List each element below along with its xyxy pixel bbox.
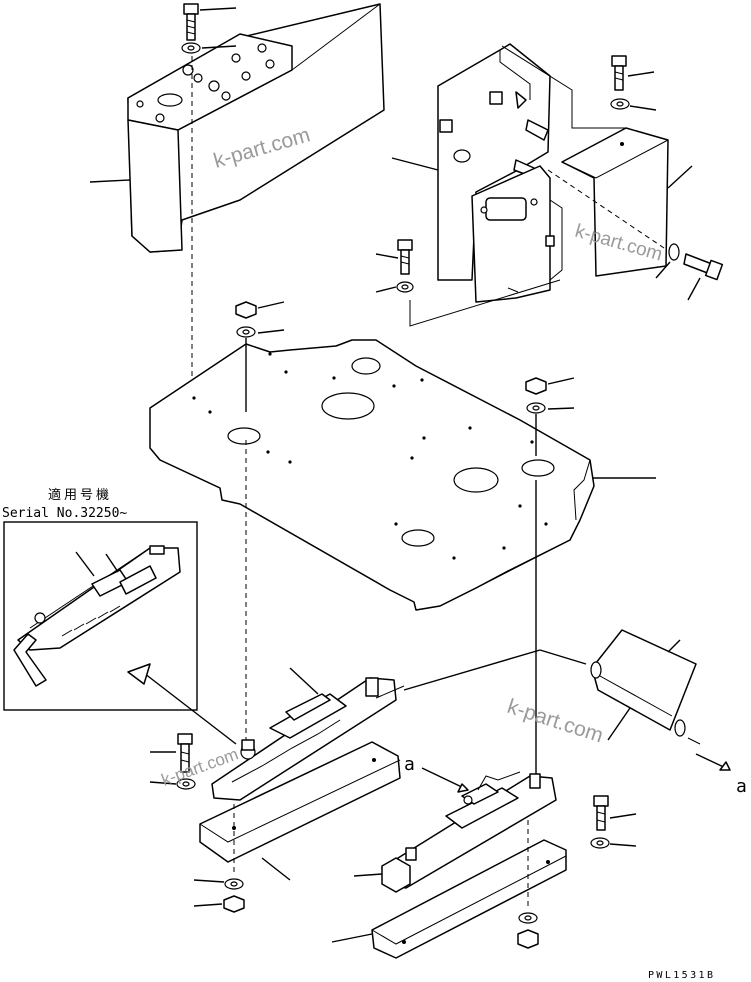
seat-rail-right [353,771,557,893]
lower-rail-right [331,839,567,959]
washer-icon [610,98,657,111]
drawing-code: PWL1531B [648,970,715,981]
nut-icon [517,929,539,949]
seat-rail-left [211,649,587,801]
washer-icon [236,326,285,338]
washer-icon [375,281,414,293]
floor-plate [149,339,656,611]
bolt-icon [150,733,193,773]
washer-icon [149,778,196,790]
nut-icon [193,895,245,913]
callout-arrow: a a [404,753,747,797]
washer-icon [655,243,680,279]
bolt-icon [375,239,413,275]
bolt-icon [611,55,655,91]
nut-icon [525,377,575,395]
washer-icon [518,912,538,924]
cable-cover [590,629,701,745]
washer-icon [193,878,244,890]
serial-inset: 適用号機 Serial No.32250~ [2,487,198,711]
rear-bracket [391,43,551,281]
console-cover [89,3,385,253]
inset-heading: 適用号機 [48,487,112,503]
washer-icon [526,402,575,414]
front-plate [471,165,563,303]
nut-icon [235,301,285,319]
bolt-icon [593,795,637,831]
washer-icon [181,42,237,54]
lower-rail-left [199,741,401,881]
callout-a-right: a [736,776,747,797]
washer-icon [590,837,637,849]
bolt-icon [683,253,724,301]
watermark: k-part.com [504,695,605,748]
inset-serial: Serial No.32250~ [2,506,127,521]
callout-a-left: a [404,754,415,775]
bolt-icon [183,3,237,41]
